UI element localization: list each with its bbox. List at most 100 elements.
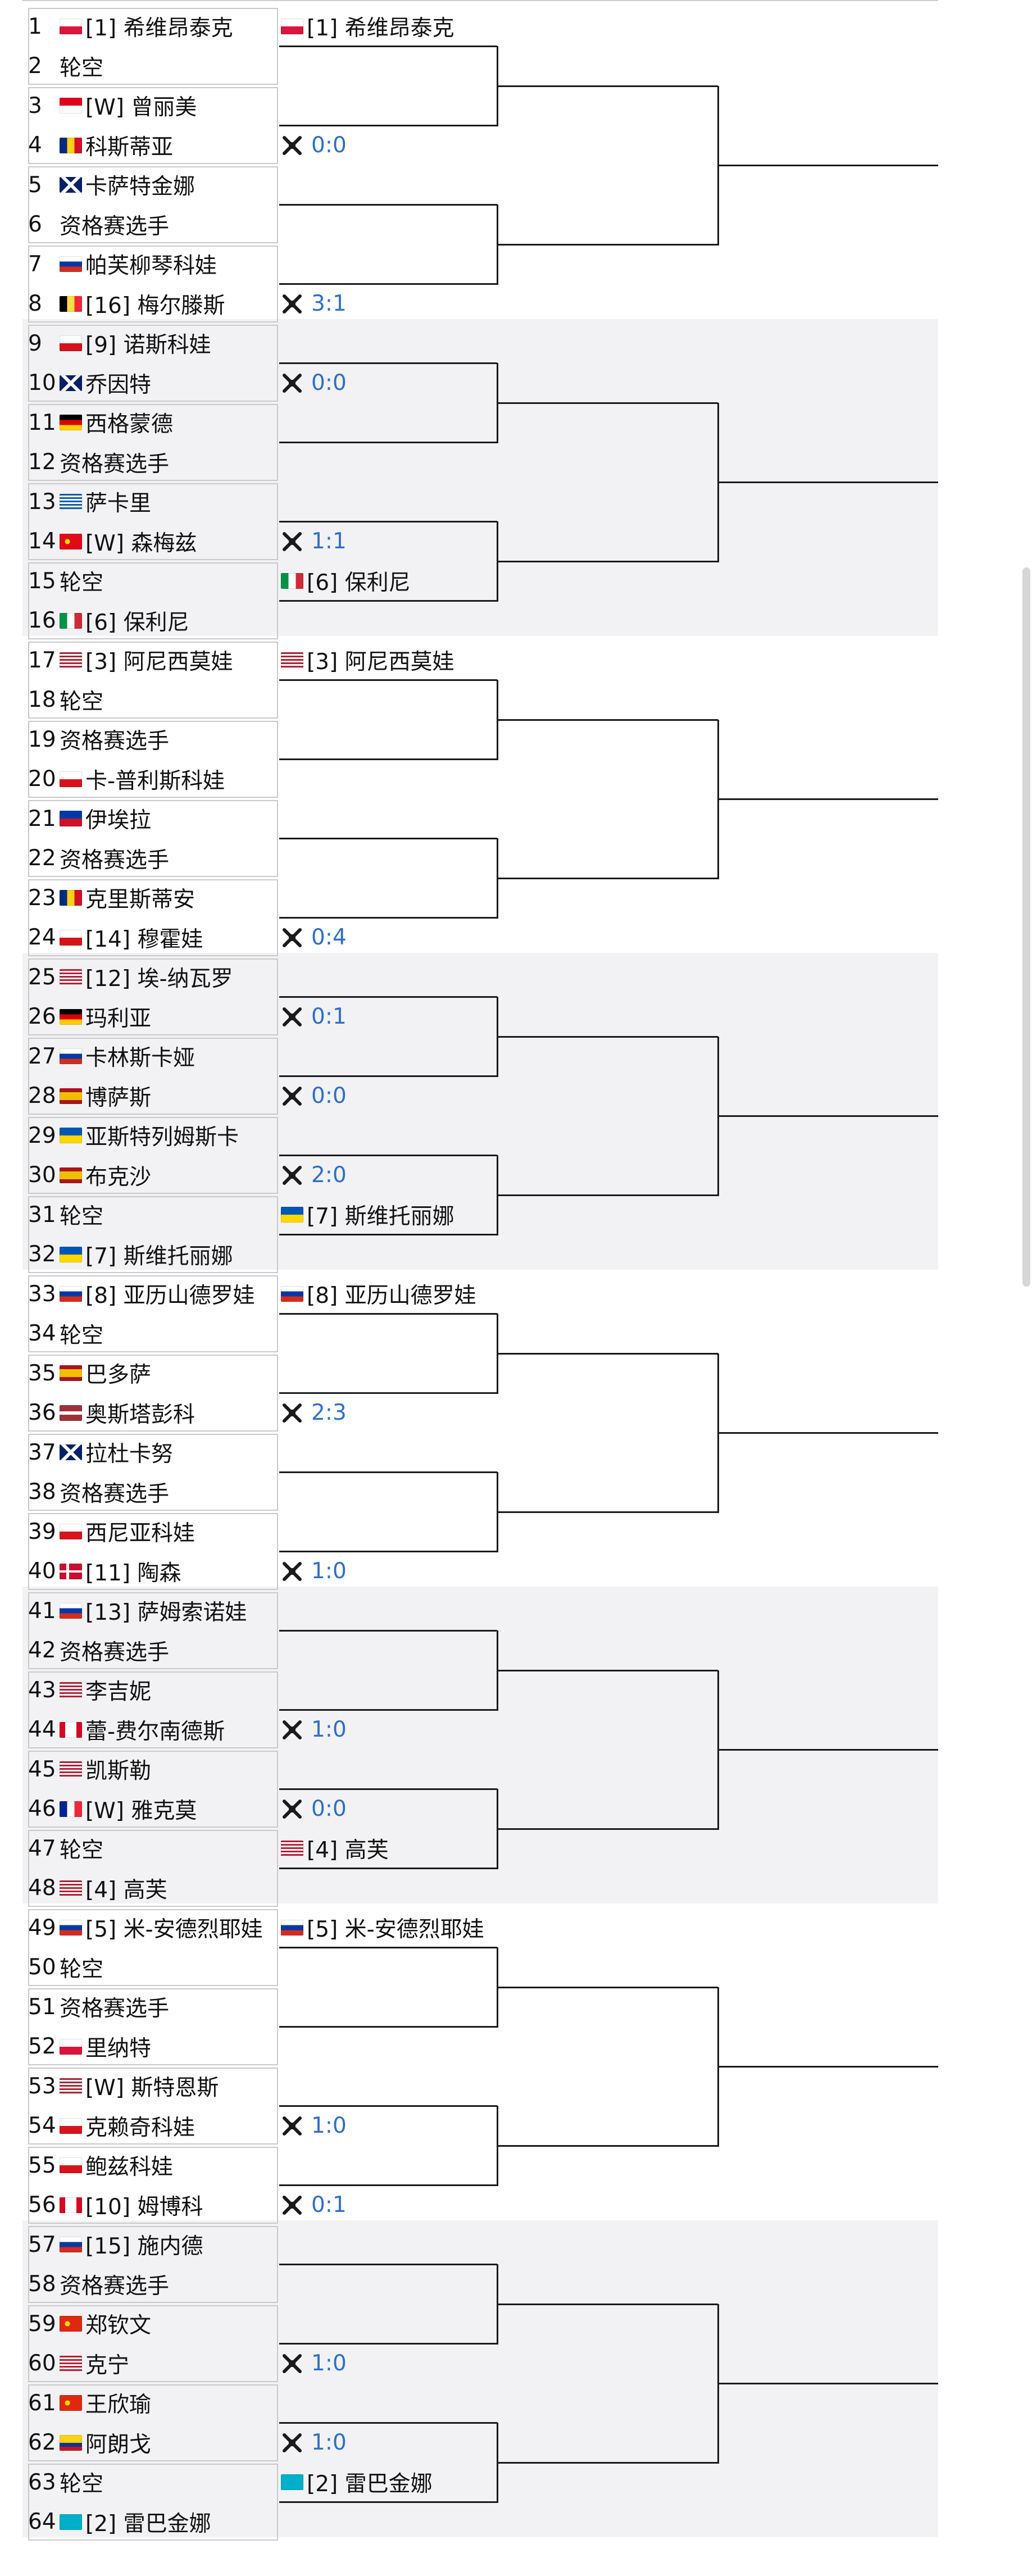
match-box[interactable] — [28, 8, 278, 85]
match-box[interactable] — [28, 1434, 278, 1511]
match-box[interactable] — [28, 1988, 278, 2065]
match-box[interactable] — [28, 958, 278, 1035]
draw-entry[interactable]: 8[16] 梅尔滕斯 — [28, 284, 275, 324]
match-box[interactable] — [28, 2226, 278, 2303]
match-box[interactable] — [28, 1751, 278, 1828]
draw-entry[interactable]: 64[2] 雷巴金娜 — [28, 2502, 275, 2542]
match-score[interactable]: 2:0 — [281, 1158, 347, 1192]
match-score[interactable]: 0:0 — [281, 1079, 347, 1113]
match-score[interactable]: 0:0 — [281, 1792, 347, 1826]
draw-entry[interactable]: 9[9] 诺斯科娃 — [28, 324, 275, 363]
match-box[interactable] — [28, 483, 278, 560]
match-score[interactable]: 1:0 — [281, 2109, 347, 2143]
match-box[interactable] — [28, 642, 278, 719]
match-box[interactable] — [28, 1909, 278, 1986]
draw-entry[interactable]: 1[1] 希维昂泰克 — [28, 7, 275, 46]
draw-entry[interactable]: 57[15] 施内德 — [28, 2225, 275, 2264]
match-score[interactable]: 1:0 — [281, 2347, 347, 2380]
match-box[interactable] — [28, 1117, 278, 1194]
advanced-player[interactable]: [3] 阿尼西莫娃 — [281, 643, 454, 677]
draw-entry[interactable]: 48[4] 高芙 — [28, 1869, 275, 1908]
match-box[interactable] — [28, 1275, 278, 1352]
draw-entry[interactable]: 46[W] 雅克莫 — [28, 1789, 275, 1829]
match-score[interactable]: 1:1 — [281, 525, 347, 558]
draw-entry[interactable]: 14[W] 森梅兹 — [28, 522, 275, 561]
draw-entry[interactable]: 49[5] 米-安德烈耶娃 — [28, 1908, 275, 1947]
advanced-player[interactable]: [7] 斯维托丽娜 — [281, 1198, 454, 1232]
match-box[interactable] — [28, 879, 278, 956]
match-box[interactable] — [28, 1038, 278, 1115]
match-box[interactable] — [28, 800, 278, 877]
draw-entry[interactable]: 33[8] 亚历山德罗娃 — [28, 1274, 275, 1314]
advanced-player[interactable]: [5] 米-安德烈耶娃 — [281, 1911, 484, 1945]
match-score[interactable]: 3:1 — [281, 287, 347, 321]
match-box[interactable] — [28, 166, 278, 243]
match-score[interactable]: 1:0 — [281, 2426, 347, 2460]
draw-entry[interactable]: 40[11] 陶森 — [28, 1552, 275, 1591]
draw-entry[interactable]: 17[3] 阿尼西莫娃 — [28, 640, 275, 680]
advanced-player[interactable]: [4] 高芙 — [281, 1832, 389, 1865]
draw-entry[interactable]: 24[14] 穆霍娃 — [28, 918, 275, 957]
match-score[interactable]: 0:0 — [281, 366, 347, 400]
match-score[interactable]: 0:1 — [281, 1000, 347, 1034]
draw-entry[interactable]: 53[W] 斯特恩斯 — [28, 2066, 275, 2106]
match-box[interactable] — [28, 1671, 278, 1748]
match-box[interactable] — [28, 2305, 278, 2382]
match-box[interactable] — [28, 325, 278, 402]
advanced-player[interactable]: [1] 希维昂泰克 — [281, 10, 454, 43]
draw-entry[interactable]: 56[10] 姆博科 — [28, 2186, 275, 2225]
match-box[interactable] — [28, 2147, 278, 2224]
advanced-player[interactable]: [2] 雷巴金娜 — [281, 2465, 433, 2499]
match-box[interactable] — [28, 1196, 278, 1273]
advanced-player[interactable]: [6] 保利尼 — [281, 564, 411, 598]
match-box[interactable] — [28, 1830, 278, 1907]
match-score[interactable]: 0:4 — [281, 921, 347, 955]
draw-entry[interactable]: 32[7] 斯维托丽娜 — [28, 1235, 275, 1274]
match-box[interactable] — [28, 2384, 278, 2461]
match-score[interactable]: 2:3 — [281, 1396, 347, 1430]
draw-entry[interactable]: 25[12] 埃-纳瓦罗 — [28, 957, 275, 997]
draw-entry[interactable]: 3[W] 曾丽美 — [28, 86, 275, 125]
match-score[interactable]: 0:0 — [281, 129, 347, 162]
advanced-player[interactable]: [8] 亚历山德罗娃 — [281, 1277, 476, 1311]
match-score[interactable]: 1:0 — [281, 1555, 347, 1588]
match-box[interactable] — [28, 2464, 278, 2541]
match-box[interactable] — [28, 721, 278, 798]
